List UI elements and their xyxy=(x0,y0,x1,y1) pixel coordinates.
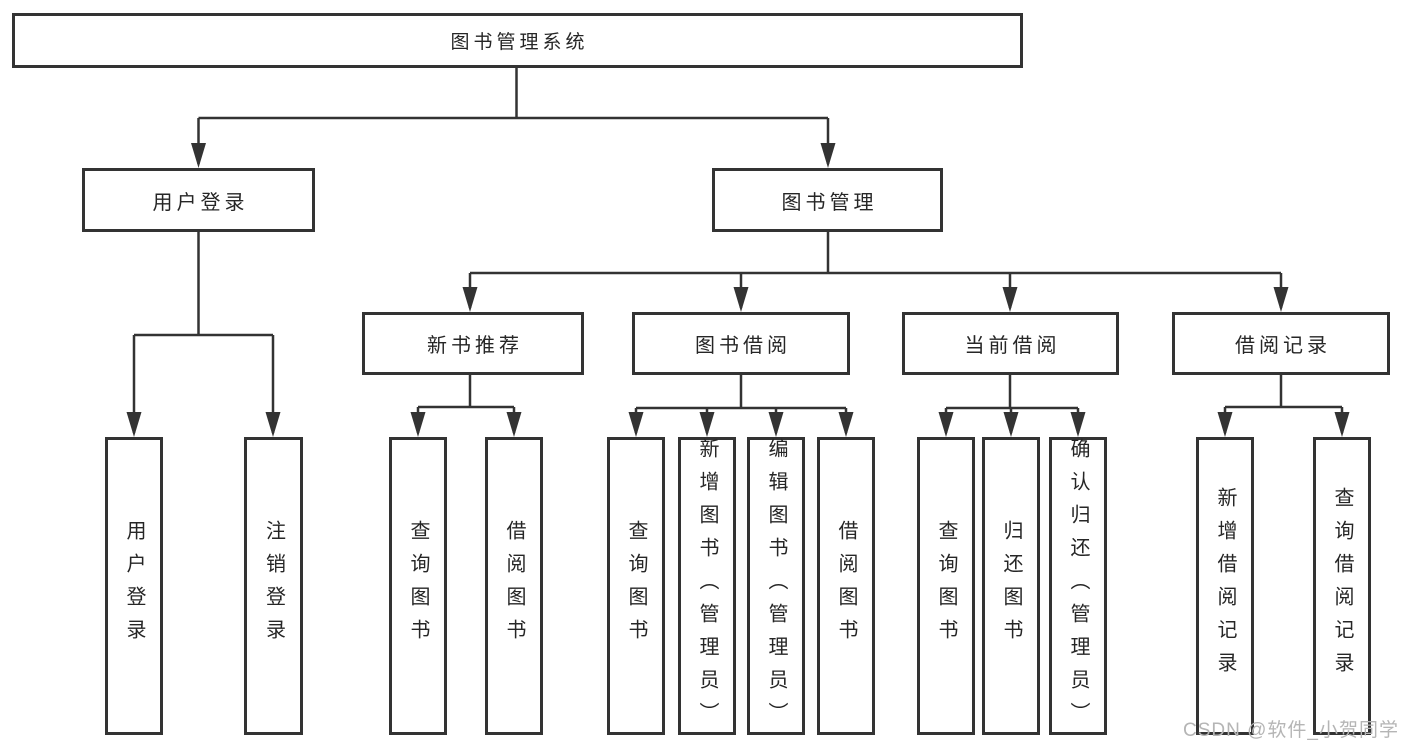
node-label: 新增借阅记录 xyxy=(1214,487,1236,685)
node-leaf-br-add-record: 新增借阅记录 xyxy=(1196,437,1254,735)
arrowhead-down-icon xyxy=(768,412,784,437)
node-label: 查询图书 xyxy=(625,520,647,652)
arrowhead-down-icon xyxy=(1273,287,1289,312)
arrowhead-down-icon xyxy=(1003,412,1019,437)
arrowhead-down-icon xyxy=(733,287,749,312)
node-book-borrow: 图书借阅 xyxy=(632,312,850,375)
node-label: 借阅记录 xyxy=(1235,335,1331,357)
node-label: 查询图书 xyxy=(935,520,957,652)
node-label: 归还图书 xyxy=(1000,520,1022,652)
watermark: CSDN @软件_小贺同学 xyxy=(1183,720,1399,741)
arrowhead-down-icon xyxy=(938,412,954,437)
arrowhead-down-icon xyxy=(265,412,281,437)
node-label: 图书借阅 xyxy=(695,335,791,357)
node-book-mgmt: 图书管理 xyxy=(712,168,943,232)
node-label: 注销登录 xyxy=(262,520,285,652)
arrowhead-down-icon xyxy=(506,412,522,437)
arrowhead-down-icon xyxy=(699,412,715,437)
node-current-borrow: 当前借阅 xyxy=(902,312,1119,375)
node-label: 新书推荐 xyxy=(427,335,523,357)
arrowhead-down-icon xyxy=(126,412,142,437)
arrowhead-down-icon xyxy=(410,412,426,437)
arrowhead-down-icon xyxy=(1334,412,1350,437)
node-label: 确认归还（管理员） xyxy=(1067,437,1089,735)
node-leaf-cb-return-books: 归还图书 xyxy=(982,437,1040,735)
node-label: 用户登录 xyxy=(123,520,145,652)
arrowhead-down-icon xyxy=(1070,412,1086,437)
node-leaf-nb-borrow-books: 借阅图书 xyxy=(485,437,543,735)
node-leaf-cb-confirm-return-admin: 确认归还（管理员） xyxy=(1049,437,1107,735)
node-label: 图书管理 xyxy=(781,191,878,214)
node-leaf-bb-edit-books-admin: 编辑图书（管理员） xyxy=(747,437,805,735)
arrowhead-down-icon xyxy=(838,412,854,437)
arrowhead-down-icon xyxy=(1217,412,1233,437)
node-label: 图书管理系统 xyxy=(450,32,589,53)
node-borrow-records: 借阅记录 xyxy=(1172,312,1390,375)
node-label: 借阅图书 xyxy=(835,520,857,652)
node-label: 当前借阅 xyxy=(964,335,1061,357)
node-leaf-cb-query-books: 查询图书 xyxy=(917,437,975,735)
node-label: 借阅图书 xyxy=(503,520,525,652)
node-leaf-br-query-record: 查询借阅记录 xyxy=(1313,437,1371,735)
arrowhead-down-icon xyxy=(628,412,644,437)
node-label: 查询借阅记录 xyxy=(1331,487,1353,685)
arrowhead-down-icon xyxy=(191,143,206,168)
node-label: 编辑图书（管理员） xyxy=(765,437,787,735)
node-root: 图书管理系统 xyxy=(12,13,1023,68)
node-leaf-bb-query-books: 查询图书 xyxy=(607,437,665,735)
node-leaf-nb-query-books: 查询图书 xyxy=(389,437,447,735)
node-label: 查询图书 xyxy=(407,520,429,652)
arrowhead-down-icon xyxy=(820,143,836,168)
node-leaf-logout: 注销登录 xyxy=(244,437,303,735)
node-new-books: 新书推荐 xyxy=(362,312,584,375)
node-label: 新增图书（管理员） xyxy=(696,437,718,735)
node-leaf-user-login: 用户登录 xyxy=(105,437,163,735)
node-label: 用户登录 xyxy=(152,191,249,214)
node-leaf-bb-borrow-books: 借阅图书 xyxy=(817,437,875,735)
node-user-login: 用户登录 xyxy=(82,168,315,232)
arrowhead-down-icon xyxy=(462,287,478,312)
node-leaf-bb-add-books-admin: 新增图书（管理员） xyxy=(678,437,736,735)
arrowhead-down-icon xyxy=(1002,287,1018,312)
